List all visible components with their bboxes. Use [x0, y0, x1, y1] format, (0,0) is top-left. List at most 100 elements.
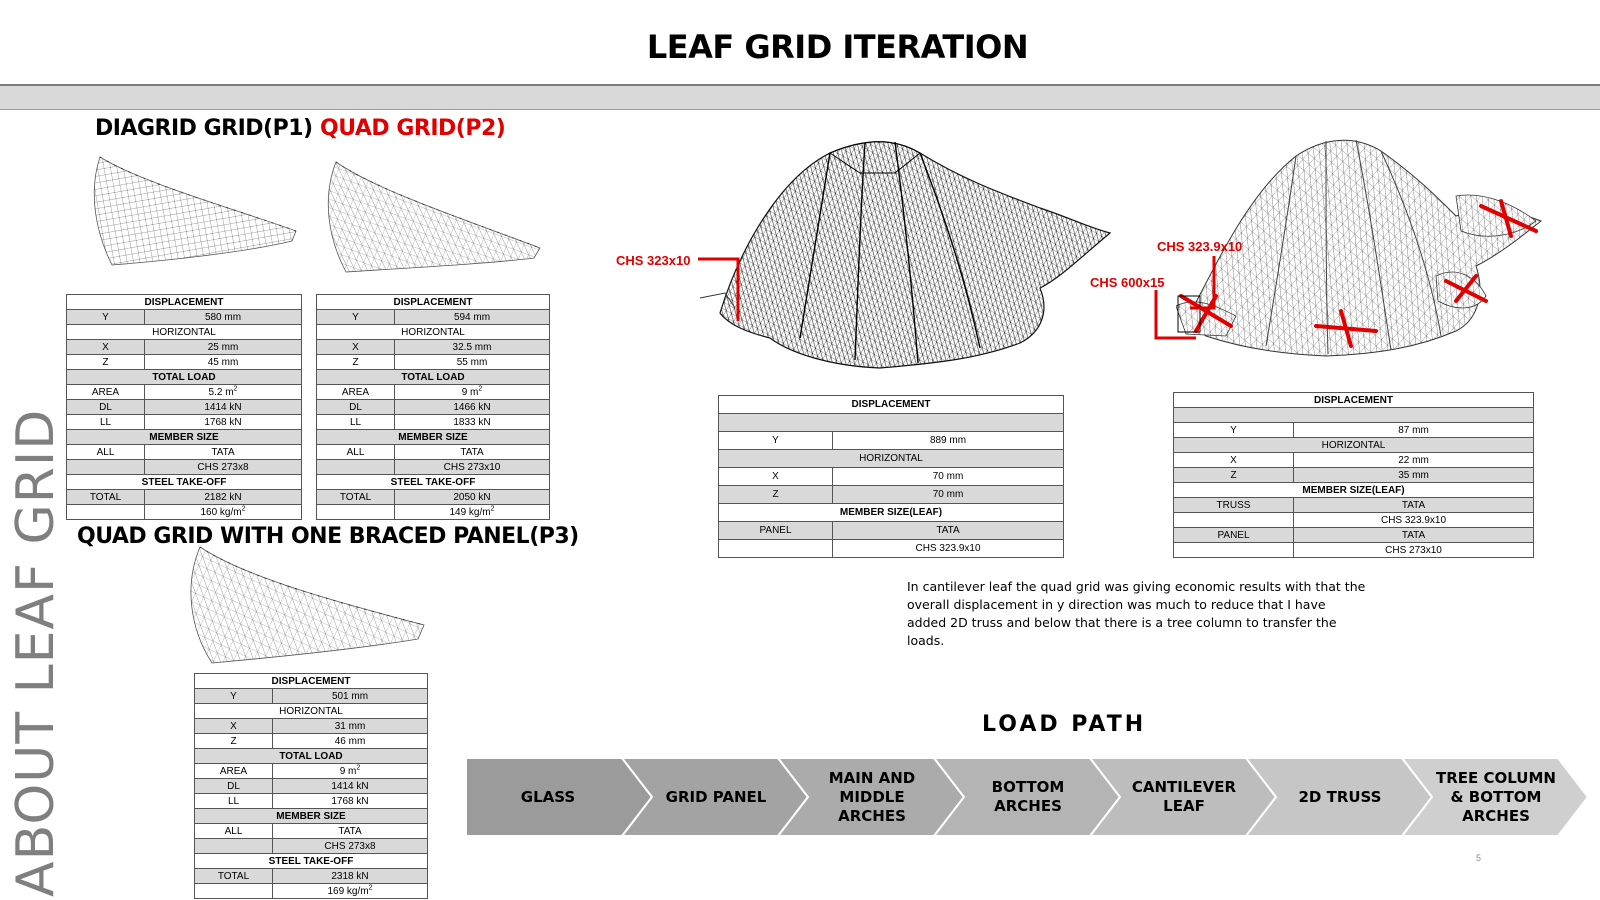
row-label: AREA [316, 384, 395, 400]
row-label [1173, 542, 1294, 558]
row-label: ALL [66, 444, 145, 460]
row-label: Y [718, 431, 833, 450]
row-value: 70 mm [832, 467, 1064, 486]
row-label [718, 539, 833, 558]
table-header: STEEL TAKE-OFF [66, 474, 302, 490]
title-band [0, 86, 1600, 110]
callout-leader-right-a [1190, 256, 1216, 310]
p2-grid-sketch [327, 161, 541, 273]
row-value: CHS 273x10 [1293, 542, 1534, 558]
table-subheader: HORIZONTAL [1173, 437, 1534, 453]
row-label: LL [66, 414, 145, 430]
callout-right-model-a: CHS 323.9x10 [1157, 239, 1243, 254]
row-label: Y [194, 688, 273, 704]
table-subheader: HORIZONTAL [316, 324, 550, 340]
page-title: LEAF GRID ITERATION [646, 28, 1029, 66]
load-path-step: TREE COLUMN & BOTTOM ARCHES [1436, 768, 1556, 825]
row-value: 5.2 m2 [144, 384, 302, 400]
row-value: 501 mm [272, 688, 428, 704]
row-label: DL [194, 778, 273, 794]
row-value: 55 mm [394, 354, 550, 370]
row-label: X [316, 339, 395, 355]
row-value: CHS 273x8 [272, 838, 428, 854]
load-path-step: GRID PANEL [665, 787, 767, 806]
row-label: X [66, 339, 145, 355]
row-label [66, 504, 145, 520]
row-value: 1414 kN [272, 778, 428, 794]
row-label: ALL [316, 444, 395, 460]
load-path-step-shape [620, 758, 810, 836]
table-header: TOTAL LOAD [66, 369, 302, 385]
load-path-step-shape [932, 758, 1122, 836]
row-label: ALL [194, 823, 273, 839]
table-header: DISPLACEMENT [316, 294, 550, 310]
row-value: 149 kg/m2 [394, 504, 550, 520]
leaf-model-render-right [1176, 139, 1542, 357]
p1-heading: DIAGRID GRID(P1) [95, 116, 313, 141]
row-label: TRUSS [1173, 497, 1294, 513]
row-label: DL [316, 399, 395, 415]
row-value: 1768 kN [144, 414, 302, 430]
row-value: 46 mm [272, 733, 428, 749]
table-header: DISPLACEMENT [194, 673, 428, 689]
row-label: Y [1173, 422, 1294, 438]
row-value: TATA [1293, 527, 1534, 543]
row-label [316, 459, 395, 475]
row-label: LL [316, 414, 395, 430]
row-value: 2318 kN [272, 868, 428, 884]
row-label [66, 459, 145, 475]
leaf-model-render-left [699, 141, 1112, 369]
table-subheader: HORIZONTAL [718, 449, 1064, 468]
row-label: PANEL [718, 521, 833, 540]
row-label: Y [66, 309, 145, 325]
callout-leader-left [698, 257, 740, 321]
row-label: LL [194, 793, 273, 809]
row-label: AREA [66, 384, 145, 400]
table-blank-row [1173, 407, 1534, 423]
row-label: Z [194, 733, 273, 749]
load-path-step: MAIN AND MIDDLE ARCHES [828, 768, 916, 825]
table-header: TOTAL LOAD [316, 369, 550, 385]
row-label [1173, 512, 1294, 528]
side-label: ABOUT LEAF GRID [6, 408, 66, 897]
table-header: DISPLACEMENT [1173, 392, 1534, 408]
row-label: Z [1173, 467, 1294, 483]
table-subheader: HORIZONTAL [194, 703, 428, 719]
p1-grid-sketch [93, 156, 297, 266]
row-value: TATA [144, 444, 302, 460]
row-label [194, 883, 273, 899]
row-value: 35 mm [1293, 467, 1534, 483]
row-label: TOTAL [66, 489, 145, 505]
row-label: Z [718, 485, 833, 504]
table-header: TOTAL LOAD [194, 748, 428, 764]
row-value: 580 mm [144, 309, 302, 325]
load-path-step: CANTILEVER LEAF [1131, 778, 1237, 815]
row-value: 9 m2 [272, 763, 428, 779]
load-path-step: BOTTOM ARCHES [991, 778, 1065, 815]
row-value: 2182 kN [144, 489, 302, 505]
row-label: X [1173, 452, 1294, 468]
row-value: TATA [1293, 497, 1534, 513]
load-path-title: LOAD PATH [982, 712, 1147, 737]
table-header: MEMBER SIZE(LEAF) [1173, 482, 1534, 498]
row-label: PANEL [1173, 527, 1294, 543]
row-label: Z [66, 354, 145, 370]
row-value: 31 mm [272, 718, 428, 734]
row-value: 1466 kN [394, 399, 550, 415]
table-header: MEMBER SIZE [194, 808, 428, 824]
p2-heading: QUAD GRID(P2) [320, 116, 506, 141]
page-number: 5 [1476, 853, 1482, 863]
p3-heading: QUAD GRID WITH ONE BRACED PANEL(P3) [77, 524, 579, 549]
row-value: 87 mm [1293, 422, 1534, 438]
row-value: 594 mm [394, 309, 550, 325]
row-value: 889 mm [832, 431, 1064, 450]
p3-grid-sketch [190, 546, 425, 664]
row-value: TATA [832, 521, 1064, 540]
load-path-step-shape [1244, 758, 1434, 836]
row-label [194, 838, 273, 854]
load-path-chevrons [466, 758, 1590, 836]
load-path-step: GLASS [520, 787, 576, 806]
row-label: Y [316, 309, 395, 325]
table-header: STEEL TAKE-OFF [194, 853, 428, 869]
